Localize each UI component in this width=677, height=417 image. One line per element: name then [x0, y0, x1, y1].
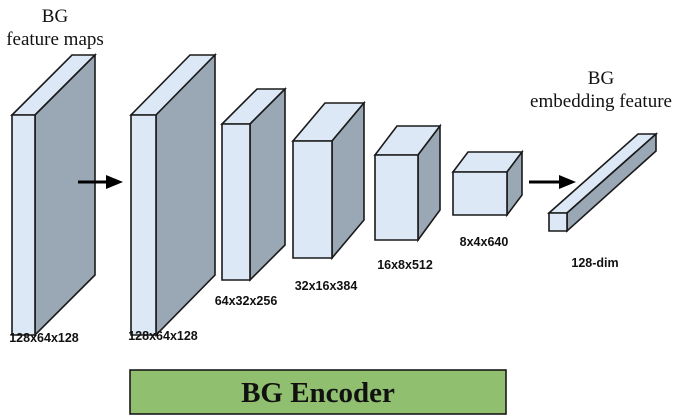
layer1-dim-label: 128x64x128: [128, 329, 198, 343]
encoder-title-box: BG Encoder: [129, 369, 507, 415]
encoder-title: BG Encoder: [241, 377, 395, 409]
layer3-block: [291, 100, 366, 261]
output-caption-line2: embedding feature: [530, 91, 672, 112]
embedding-vector-block: [546, 132, 659, 233]
input-feature-map-block: [10, 53, 97, 337]
output-caption-line1: BG: [588, 68, 615, 89]
layer4-block: [373, 123, 442, 243]
encoder-title-background: [129, 369, 507, 415]
layer1-block: [129, 53, 217, 337]
layer4-dim-label: 16x8x512: [377, 258, 433, 272]
input-dim-label: 128x64x128: [9, 331, 79, 345]
layer5-block: [451, 149, 524, 218]
layer2-dim-label: 64x32x256: [215, 294, 278, 308]
layer5-dim-label: 8x4x640: [460, 235, 509, 249]
embedding-arrow: [529, 175, 576, 189]
input-caption-line2: feature maps: [6, 29, 104, 50]
input-caption-line1: BG: [42, 6, 69, 27]
embedding-dim-label: 128-dim: [571, 256, 618, 270]
input-arrow: [78, 175, 123, 189]
layer3-dim-label: 32x16x384: [295, 279, 358, 293]
layer2-block: [220, 87, 287, 282]
